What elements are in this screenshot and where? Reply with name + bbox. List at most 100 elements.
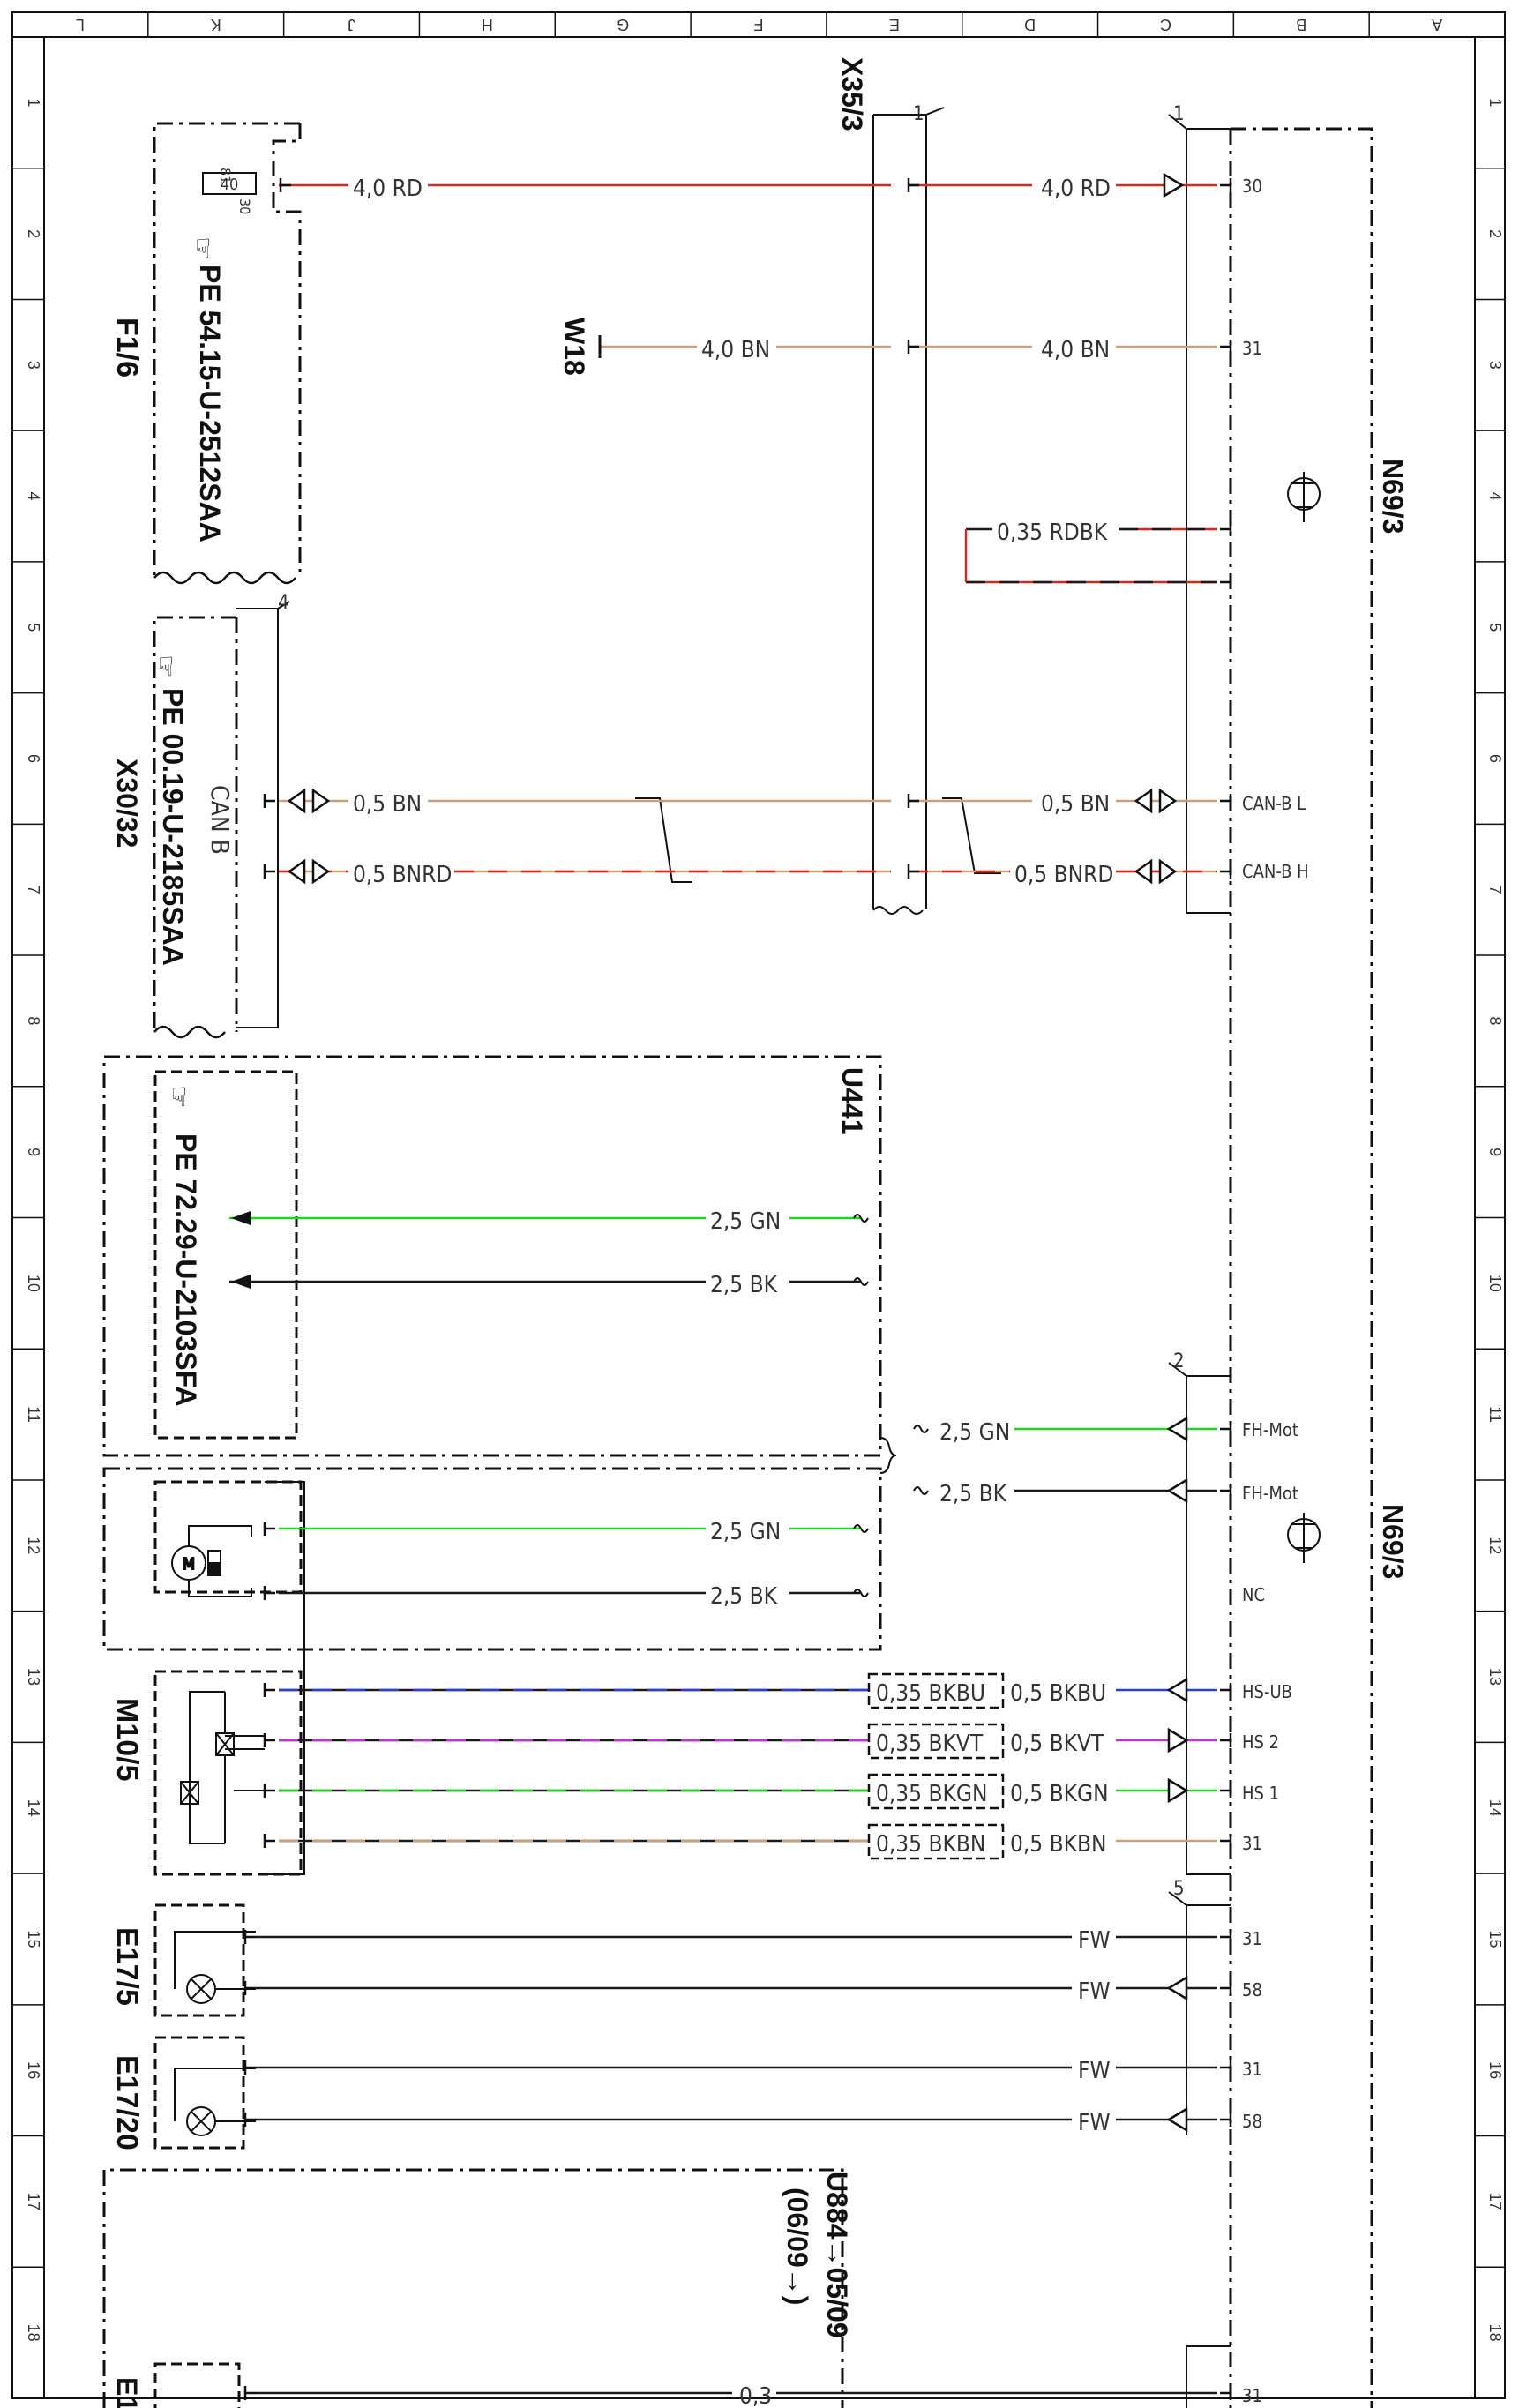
- n69-terminal: [1220, 1834, 1232, 1848]
- n69-terminal: [1220, 575, 1232, 589]
- wire-label-w28: 0,3: [739, 2383, 772, 2408]
- arrow-left-icon: [1166, 2106, 1188, 2133]
- wire-label-w4: 4,0 BN: [1041, 337, 1110, 363]
- fuse-pin-30: 30: [236, 198, 253, 214]
- m10-terminal: [263, 1733, 275, 1747]
- lamp-terminal: [243, 1981, 256, 1995]
- n69-terminal: [1220, 2060, 1232, 2075]
- motor-terminal: [263, 1522, 275, 1536]
- can-hooks: [635, 797, 1001, 883]
- n69-terminal: [1220, 1784, 1232, 1798]
- wire-label-w14: 2,5 GN: [710, 1519, 781, 1545]
- wire-label-w5: 0,35 RDBK: [997, 520, 1108, 546]
- brace: [879, 1437, 897, 1474]
- row-label: 18: [1486, 2324, 1504, 2342]
- arrow-left-icon: [1166, 1477, 1188, 1504]
- row-label: 1: [25, 98, 42, 107]
- row-label: 14: [1486, 1799, 1504, 1817]
- n69-terminal: [1220, 2386, 1232, 2400]
- svg-text:5: 5: [1173, 1878, 1185, 1900]
- n69-pin-fh-mot-2: FH-Mot: [1242, 1483, 1298, 1504]
- double-arrow-icon: [287, 858, 331, 885]
- n69-pin-31b: 31: [1242, 1833, 1262, 1854]
- arrow-left-icon: [1166, 1416, 1188, 1442]
- row-label: 17: [1486, 2193, 1504, 2210]
- junction-boxes: [867, 1672, 1005, 1860]
- label-e17-20: E17/20: [110, 2055, 144, 2150]
- n69-pin-labels: 30 31 CAN-B L CAN-B H FH-Mot FH-Mot NC H…: [1242, 176, 1309, 2406]
- break-mark-icon: [913, 1425, 929, 1433]
- n69-pin-31d: 31: [1242, 2059, 1262, 2080]
- x30-terminal: [263, 794, 275, 808]
- row-label: 13: [1486, 1668, 1504, 1686]
- n69-pin-can-h: CAN-B H: [1242, 861, 1309, 882]
- wire-label-w16: 0,35 BKBU: [876, 1680, 985, 1707]
- wire-labels: 4,0 RD 4,0 RD 4,0 BN 4,0 BN 0,35 RDBK 0,…: [353, 176, 1113, 2408]
- break-mark-icon: [853, 1589, 869, 1597]
- column-label: L: [76, 16, 85, 34]
- wire-label-w24: FW: [1078, 1927, 1111, 1954]
- wire-label-w10: 2,5 GN: [710, 1208, 781, 1235]
- row-label: 7: [1486, 886, 1504, 894]
- label-w18: W18: [558, 318, 590, 376]
- m10-terminal: [263, 1784, 275, 1798]
- fuse-40: 40 81 30: [202, 168, 257, 214]
- label-e1: E1: [111, 2377, 143, 2408]
- column-label: G: [617, 16, 629, 34]
- row-label: 12: [25, 1537, 42, 1554]
- row-label: 11: [1486, 1406, 1504, 1423]
- row-label: 3: [1486, 361, 1504, 370]
- row-label: 14: [25, 1799, 42, 1817]
- n69-terminal: [1220, 340, 1232, 354]
- diag-symbols: [1287, 472, 1321, 1563]
- n69-pin-58a: 58: [1242, 1979, 1262, 2000]
- row-label: 16: [1486, 2061, 1504, 2079]
- row-label: 8: [25, 1016, 42, 1025]
- arrow-right-icon: [1167, 1777, 1189, 1804]
- break-mark-icon: [853, 1277, 869, 1286]
- row-label: 9: [25, 1148, 42, 1156]
- x35-terminal: [907, 864, 919, 879]
- n69-pin-hs2: HS 2: [1242, 1731, 1279, 1753]
- fuse-pin-81: 81: [217, 168, 234, 183]
- row-ticks: [12, 167, 1505, 2399]
- hand-pointer-icon: ☞: [188, 236, 217, 260]
- wire-label-w7: 0,5 BN: [1041, 791, 1110, 818]
- n69-terminal: [1220, 1422, 1232, 1436]
- frame: [11, 11, 1506, 2399]
- n69-terminal: [1220, 864, 1232, 879]
- lamp-terminal: [243, 1930, 256, 1944]
- wire-label-w12: 2,5 GN: [939, 1419, 1010, 1446]
- lamp-terminal: [243, 2113, 256, 2127]
- break-mark-icon: [913, 1486, 929, 1495]
- row-label: 5: [25, 623, 42, 632]
- svg-text:4: 4: [278, 592, 289, 614]
- wire-label-w18: 0,35 BKVT: [876, 1731, 984, 1757]
- x35-3-connector: [872, 107, 945, 915]
- m10-terminal: [263, 1834, 275, 1848]
- break-mark-icon: [853, 1524, 869, 1533]
- n69-pin-nc: NC: [1242, 1584, 1265, 1605]
- n69-terminal: [1220, 1683, 1232, 1697]
- wire-label-w23: 0,5 BKBN: [1010, 1831, 1107, 1858]
- row-label: 10: [1486, 1275, 1504, 1292]
- terminals: [243, 178, 1232, 2400]
- column-label: D: [1024, 16, 1036, 34]
- x35-terminal: [907, 794, 919, 808]
- n69-pin-can-l: CAN-B L: [1242, 793, 1306, 814]
- row-label: 18: [25, 2324, 42, 2342]
- motor-symbol: M: [171, 1525, 252, 1597]
- wire-label-w27: FW: [1078, 2110, 1111, 2136]
- break-edge: [153, 571, 296, 585]
- column-label: A: [1432, 16, 1442, 34]
- break-mark-icon: [853, 1214, 869, 1223]
- row-label: 16: [25, 2061, 42, 2079]
- label-u441: U441: [836, 1067, 868, 1135]
- n69-pin-hs-ub: HS-UB: [1242, 1681, 1292, 1702]
- n69-terminal: [1220, 794, 1232, 808]
- row-label: 1: [1486, 98, 1504, 107]
- wire-label-w2: 4,0 RD: [1041, 176, 1111, 202]
- x35-terminal: [907, 340, 919, 354]
- label-u884b: (06/09→): [782, 2187, 813, 2305]
